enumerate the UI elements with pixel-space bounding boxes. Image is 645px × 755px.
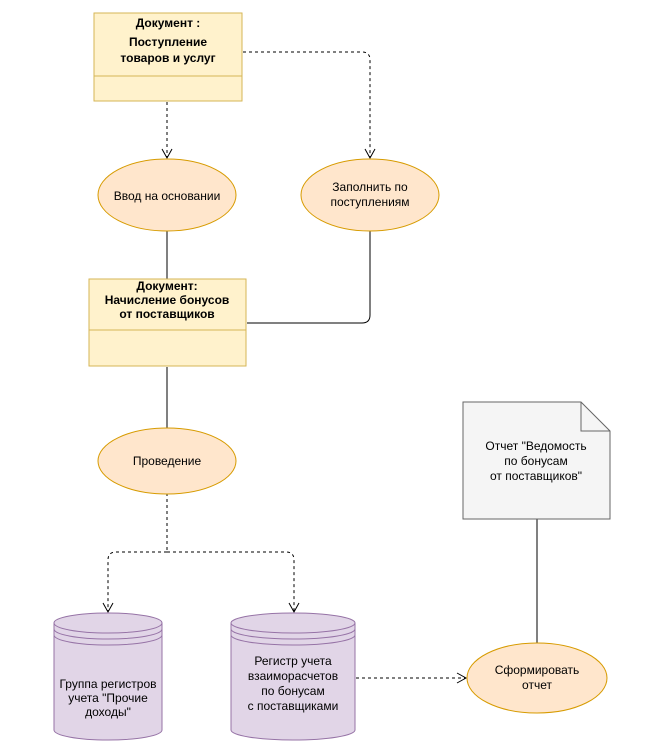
basis-input-label: Ввод на основании <box>114 189 221 203</box>
fill-by-receipts-shape <box>300 158 440 232</box>
other-income-cylinder-body <box>53 612 163 741</box>
report-note-line2: по бонусам <box>504 454 567 468</box>
doc-receipt-name-line2: товаров и услуг <box>120 51 215 65</box>
other-income-register-node: Группа регистров учета "Прочие доходы" <box>53 612 163 741</box>
posting-node: Проведение <box>97 427 237 495</box>
doc-receipt-shape <box>93 12 243 102</box>
generate-report-label-line2: отчет <box>522 678 552 692</box>
settlements-label-line2: взаиморасчетов <box>248 669 338 683</box>
doc-bonus-title: Документ: <box>136 279 197 293</box>
doc-bonus-shape <box>88 278 247 367</box>
report-note-node: Отчет "Ведомость по бонусам от поставщик… <box>462 401 611 520</box>
posting-label: Проведение <box>133 454 202 468</box>
basis-input-shape <box>97 158 237 232</box>
edge-branch-to-other-income <box>102 551 167 614</box>
doc-receipt-node: Документ : Поступление товаров и услуг <box>93 12 243 102</box>
settlements-register-node: Регистр учета взаиморасчетов по бонусам … <box>230 612 356 741</box>
other-income-cylinder-rim <box>53 622 163 646</box>
other-income-label-line1: Группа регистров <box>59 677 156 691</box>
settlements-cylinder-body <box>230 612 356 741</box>
other-income-label-line2: учета "Прочие <box>68 691 148 705</box>
doc-receipt-title: Документ : <box>136 16 201 30</box>
doc-receipt-name-line1: Поступление <box>129 35 207 49</box>
other-income-label-line3: доходы" <box>85 705 131 719</box>
edge-fill-to-doc-bonus <box>247 231 371 324</box>
basis-input-node: Ввод на основании <box>97 158 237 232</box>
fill-by-receipts-label-line1: Заполнить по <box>332 180 408 194</box>
edge-receipt-to-fill <box>243 51 376 160</box>
fill-by-receipts-node: Заполнить по поступлениям <box>300 158 440 232</box>
generate-report-node: Сформировать отчет <box>466 642 608 714</box>
posting-shape <box>97 427 237 495</box>
generate-report-shape <box>466 642 608 714</box>
report-note-line1: Отчет "Ведомость <box>485 439 586 453</box>
report-note-line3: от поставщиков" <box>490 469 582 483</box>
doc-bonus-name-line1: Начисление бонусов <box>105 293 230 307</box>
edges <box>102 51 538 684</box>
report-note-shape <box>462 401 611 520</box>
report-note-fold <box>580 402 610 432</box>
settlements-label-line4: с поставщиками <box>248 699 339 713</box>
settlements-cylinder-rim <box>230 622 356 646</box>
doc-bonus-name-line2: от поставщиков <box>119 307 214 321</box>
settlements-label-line1: Регистр учета <box>254 654 332 668</box>
generate-report-label-line1: Сформировать <box>495 663 580 677</box>
doc-bonus-node: Документ: Начисление бонусов от поставщи… <box>88 278 247 367</box>
fill-by-receipts-label-line2: поступлениям <box>330 195 409 209</box>
edge-branch-to-settlements <box>167 551 300 614</box>
settlements-label-line3: по бонусам <box>261 684 324 698</box>
